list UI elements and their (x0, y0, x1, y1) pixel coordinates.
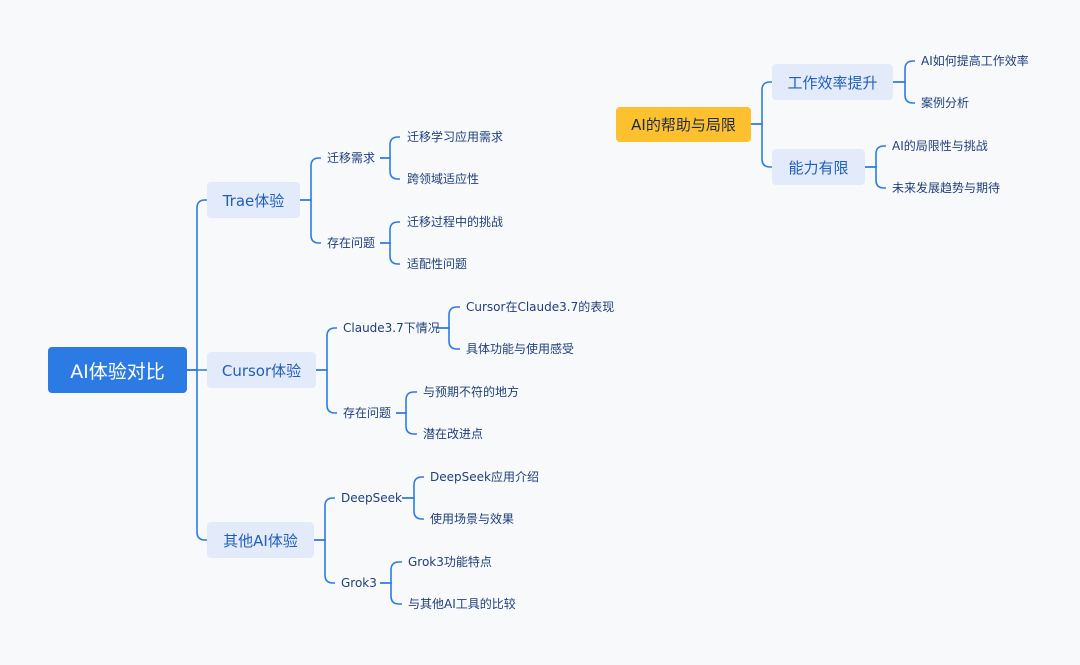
sub-node-grok3[interactable]: Grok3 (341, 576, 377, 590)
connector-line (380, 157, 400, 180)
connector-line (893, 60, 915, 83)
connector-line (380, 242, 400, 265)
leaf-node[interactable]: 具体功能与使用感受 (466, 342, 575, 356)
connector-line (300, 157, 321, 201)
leaf-node[interactable]: 案例分析 (921, 96, 970, 110)
connector-line (402, 476, 424, 499)
sub-node-trae-issues[interactable]: 存在问题 (327, 236, 376, 250)
connector-line (316, 327, 337, 371)
connector-line (865, 166, 886, 189)
leaf-node[interactable]: 适配性问题 (407, 257, 468, 271)
connector-line (751, 123, 772, 168)
hub-branch-limits[interactable]: 能力有限 (772, 149, 865, 185)
leaf-node[interactable]: Cursor在Claude3.7的表现 (466, 300, 615, 314)
branch-node-cursor[interactable]: Cursor体验 (207, 352, 316, 388)
connector-line (314, 497, 335, 541)
connector-line (380, 221, 400, 244)
leaf-node[interactable]: 迁移学习应用需求 (407, 130, 504, 144)
connector-line (316, 369, 337, 414)
leaf-node[interactable]: 迁移过程中的挑战 (407, 215, 504, 229)
leaf-node[interactable]: AI如何提高工作效率 (921, 54, 1029, 68)
hub-branch-efficiency[interactable]: 工作效率提升 (772, 64, 893, 100)
leaf-node[interactable]: 与预期不符的地方 (423, 385, 520, 399)
root-node[interactable]: AI体验对比 (48, 347, 187, 393)
connector-line (751, 81, 772, 125)
connector-line (893, 81, 915, 104)
connector-line (187, 199, 207, 371)
leaf-node[interactable]: DeepSeek应用介绍 (430, 470, 539, 484)
connector-line (396, 412, 417, 435)
branch-node-other-ai[interactable]: 其他AI体验 (207, 522, 314, 558)
leaf-node[interactable]: 与其他AI工具的比较 (408, 597, 516, 611)
connector-line (380, 136, 400, 159)
branch-node-trae[interactable]: Trae体验 (207, 182, 300, 218)
hub-node[interactable]: AI的帮助与局限 (616, 107, 751, 142)
connector-line (437, 327, 460, 350)
sub-node-cursor-issues[interactable]: 存在问题 (343, 406, 392, 420)
sub-node-cursor-claude[interactable]: Claude3.7下情况 (343, 321, 440, 335)
leaf-node[interactable]: 跨领域适应性 (407, 172, 480, 186)
leaf-node[interactable]: AI的局限性与挑战 (892, 139, 988, 153)
sub-node-deepseek[interactable]: DeepSeek (341, 491, 402, 505)
leaf-node[interactable]: 使用场景与效果 (430, 512, 515, 526)
connector-line (300, 199, 321, 244)
connector-line (396, 391, 417, 414)
connector-line (380, 561, 402, 584)
connector-line (437, 306, 460, 329)
connector-line (314, 539, 335, 584)
connector-line (402, 497, 424, 520)
connector-line (380, 582, 402, 605)
connector-line (865, 145, 886, 168)
connector-line (187, 369, 207, 541)
sub-node-trae-migration[interactable]: 迁移需求 (327, 151, 376, 165)
leaf-node[interactable]: Grok3功能特点 (408, 555, 492, 569)
leaf-node[interactable]: 未来发展趋势与期待 (892, 181, 1001, 195)
leaf-node[interactable]: 潜在改进点 (423, 427, 484, 441)
